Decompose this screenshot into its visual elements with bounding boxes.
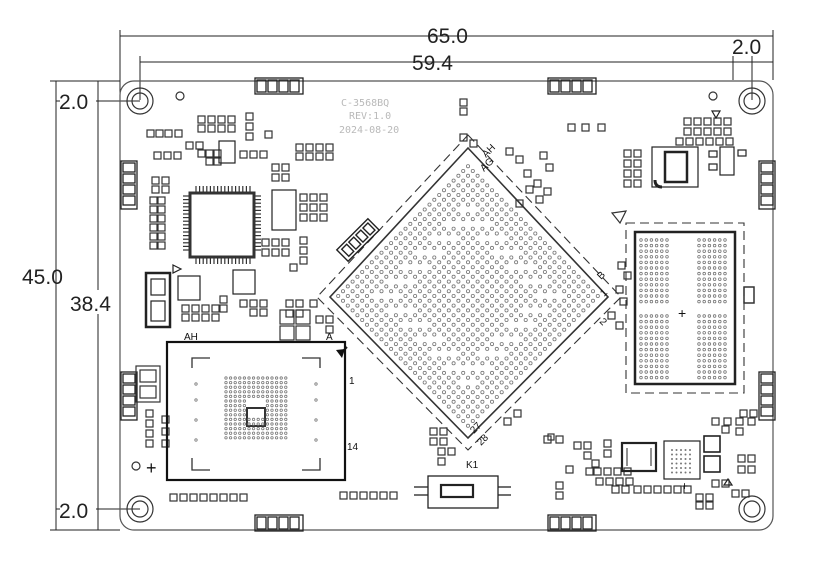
emmc-label-1: 1 (349, 376, 355, 387)
svg-text:+: + (678, 305, 686, 321)
dim-right-offset: 2.0 (732, 36, 761, 59)
board-outline (119, 80, 774, 531)
soc-label-ag: AG (478, 156, 496, 174)
plus-marker-left: + (146, 458, 157, 478)
soc-bga (316, 134, 622, 451)
board-model-text: C-3568BQ (341, 98, 389, 109)
k1-button-label: K1 (466, 460, 479, 471)
emmc-chip (165, 340, 347, 482)
board-revision-text: REV:1.0 (349, 111, 391, 122)
emmc-label-14: 14 (347, 442, 359, 453)
qfp-chip (183, 186, 261, 264)
mounting-holes (126, 87, 766, 523)
dim-left-bottom-offset: 2.0 (59, 500, 88, 523)
power-inductor-bottom: + (620, 435, 734, 493)
dimension-lines-left (50, 80, 140, 531)
dim-left-top-offset: 2.0 (59, 91, 88, 114)
soc-label-28: 28 (475, 432, 491, 448)
soc-label-2: 2 (597, 316, 609, 328)
svg-text:+: + (681, 479, 688, 493)
dimension-lines-top (119, 30, 774, 110)
edge-connectors (120, 77, 776, 532)
large-components-left (144, 140, 297, 329)
k1-button (414, 475, 511, 509)
emmc-label-a: A (326, 332, 333, 343)
ram-bga: + (610, 210, 755, 394)
resistor-pack (335, 217, 381, 263)
soc-label-b: B (595, 269, 608, 282)
power-inductor-top (651, 110, 747, 189)
board-date-text: 2024-08-20 (339, 125, 399, 136)
dim-hole-spacing-height: 38.4 (70, 293, 111, 316)
emmc-label-ah: AH (184, 332, 198, 343)
dim-overall-width: 65.0 (427, 25, 468, 48)
dim-hole-spacing-width: 59.4 (412, 52, 453, 75)
passive-components (135, 98, 758, 510)
dim-overall-height: 45.0 (22, 266, 63, 289)
